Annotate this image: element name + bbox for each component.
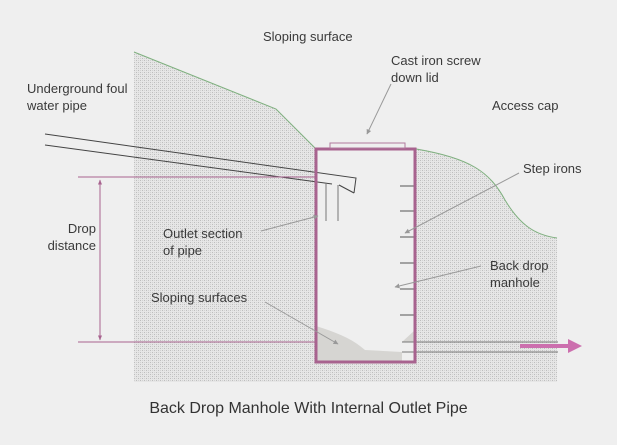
manhole-chamber — [316, 149, 415, 362]
pointer-sloping-surfaces — [264, 301, 339, 345]
label-outlet-section: Outlet section of pipe — [163, 225, 243, 259]
manhole-walls — [314, 147, 417, 364]
label-back-drop-line1: Back drop — [490, 258, 549, 273]
label-drop-distance: Drop distance — [40, 220, 96, 254]
inlet-pipe-top — [44, 133, 357, 194]
label-cast-iron-lid-line1: Cast iron screw — [391, 53, 481, 68]
pointer-back-drop — [394, 265, 482, 289]
flow-arrow-head — [568, 339, 582, 353]
label-underground-pipe: Underground foul water pipe — [27, 80, 127, 114]
benching-left — [316, 326, 402, 362]
inlet-pipe-end — [338, 184, 355, 194]
step-irons — [400, 185, 415, 316]
diagram-title: Back Drop Manhole With Internal Outlet P… — [149, 400, 468, 417]
label-sloping-surfaces: Sloping surfaces — [151, 290, 248, 305]
label-outlet-section-line1: Outlet section — [163, 226, 243, 241]
ground-surface-line — [133, 51, 316, 149]
label-cast-iron-lid: Cast iron screw down lid — [391, 52, 481, 86]
pointer-step-irons — [404, 172, 520, 234]
label-cast-iron-lid-line2: down lid — [391, 70, 439, 85]
manhole-lid — [329, 142, 406, 149]
label-outlet-section-line2: of pipe — [163, 243, 203, 258]
label-drop-distance-line2: distance — [47, 238, 96, 253]
ground-surface-line-right — [415, 148, 558, 239]
label-underground-pipe-line1: Underground foul — [27, 81, 128, 96]
label-access-cap: Access cap — [492, 98, 559, 113]
pointer-lid — [366, 83, 392, 135]
benching-right — [402, 330, 415, 342]
label-step-irons: Step irons — [523, 161, 582, 176]
label-sloping-surface: Sloping surface — [263, 29, 353, 44]
label-back-drop-manhole: Back drop manhole — [490, 257, 549, 291]
label-back-drop-line2: manhole — [490, 275, 540, 290]
label-underground-pipe-line2: water pipe — [27, 98, 87, 113]
pointer-outlet-section — [260, 214, 319, 232]
label-drop-distance-line1: Drop — [67, 221, 96, 236]
